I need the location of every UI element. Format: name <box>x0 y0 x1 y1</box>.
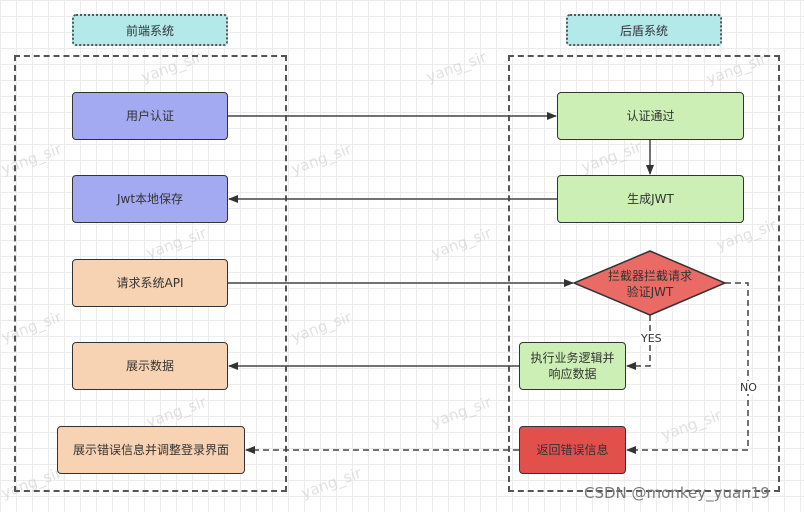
exec-label-line1: 执行业务逻辑并 <box>530 351 615 365</box>
arrow-yes <box>626 315 651 370</box>
node-generate-jwt[interactable]: 生成JWT <box>557 175 744 223</box>
exec-label-line2: 响应数据 <box>548 367 597 381</box>
frontend-container <box>14 55 287 492</box>
yes-label: YES <box>640 332 663 345</box>
node-jwt-save[interactable]: Jwt本地保存 <box>72 175 228 223</box>
backend-container <box>508 55 780 492</box>
interceptor-label[interactable]: 拦截器拦截请求 验证JWT <box>590 268 710 300</box>
interceptor-label-line1: 拦截器拦截请求 <box>607 269 692 283</box>
backend-title: 后盾系统 <box>566 14 722 46</box>
arrow-no <box>626 282 749 454</box>
interceptor-diamond <box>572 250 727 316</box>
node-exec-logic[interactable]: 执行业务逻辑并 响应数据 <box>519 342 626 390</box>
node-user-auth[interactable]: 用户认证 <box>72 92 228 140</box>
node-auth-pass[interactable]: 认证通过 <box>557 92 744 140</box>
interceptor-label-line2: 验证JWT <box>626 285 674 299</box>
node-display-data[interactable]: 展示数据 <box>72 342 228 390</box>
node-return-error[interactable]: 返回错误信息 <box>519 426 626 474</box>
no-label: NO <box>739 381 758 394</box>
csdn-credit: CSDN @monkey_yuan19 <box>584 484 770 502</box>
frontend-title: 前端系统 <box>72 14 228 46</box>
node-request-api[interactable]: 请求系统API <box>72 259 228 307</box>
node-display-error[interactable]: 展示错误信息并调整登录界面 <box>57 426 245 474</box>
